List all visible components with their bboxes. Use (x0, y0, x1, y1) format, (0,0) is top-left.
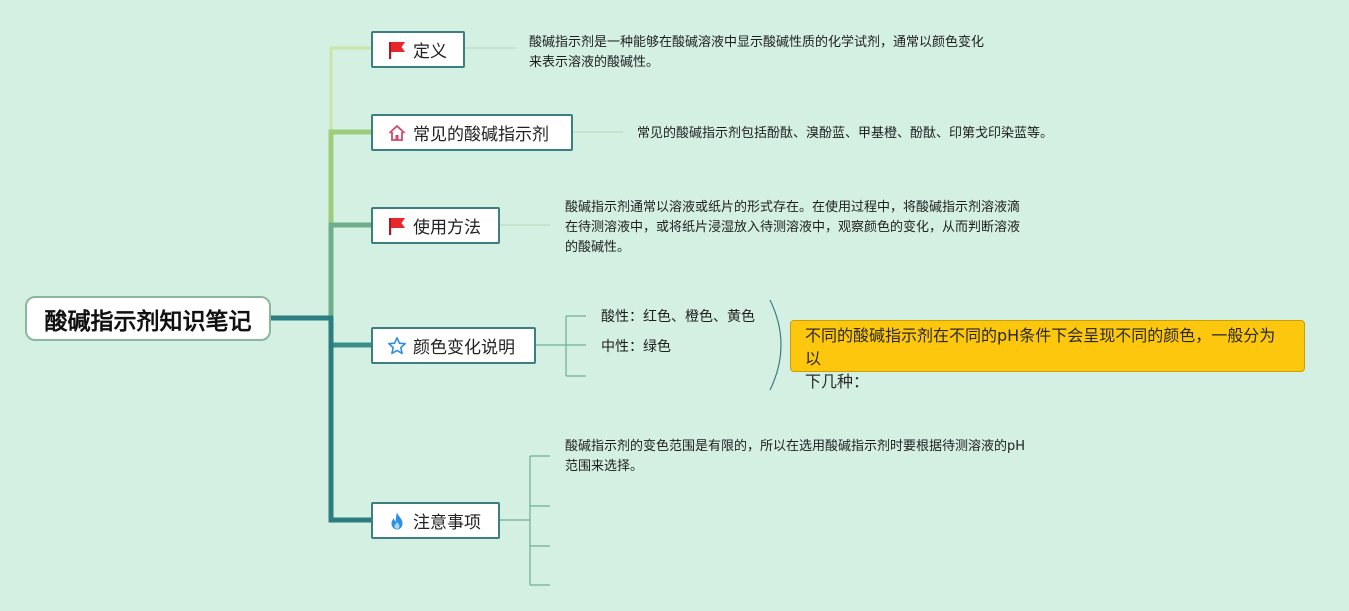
callout-line: 不同的酸碱指示剂在不同的pH条件下会呈现不同的颜色，一般分为以 (805, 326, 1276, 368)
topic-usage-label: 使用方法 (413, 218, 481, 238)
topic-definition-label: 定义 (413, 42, 447, 62)
color-children-connector (536, 315, 586, 377)
topic-notice[interactable]: 注意事项 (371, 502, 500, 539)
usage-note-line: 酸碱指示剂通常以溶液或纸片的形式存在。在使用过程中，将酸碱指示剂溶液滴 (565, 200, 1021, 215)
definition-note-line: 酸碱指示剂是一种能够在酸碱溶液中显示酸碱性质的化学试剂，通常以颜色变化 (529, 35, 985, 50)
subtopic-neutral-label: 中性：绿色 (601, 339, 671, 355)
star-outline-icon (387, 336, 407, 356)
trunk-notice (328, 318, 371, 523)
subtopic-acidic[interactable]: 酸性：红色、橙色、黄色 (601, 307, 755, 327)
notice-children-connector (500, 455, 550, 586)
trunk-definition (329, 46, 371, 320)
fire-icon (387, 511, 407, 531)
common-indicators-note-line: 常见的酸碱指示剂包括酚酞、溴酚蓝、甲基橙、酚酞、印第戈印染蓝等。 (637, 126, 1054, 141)
notice-note-line: 范围来选择。 (565, 459, 644, 474)
subtopic-neutral[interactable]: 中性：绿色 (601, 337, 671, 357)
red-flag-icon (387, 216, 407, 236)
trunk-color (271, 315, 371, 348)
usage-note-line: 的酸碱性。 (565, 240, 631, 255)
topic-color-change-label: 颜色变化说明 (413, 338, 515, 358)
root-topic[interactable]: 酸碱指示剂知识笔记 (25, 296, 271, 341)
subtopic-acidic-label: 酸性：红色、橙色、黄色 (601, 309, 755, 325)
notice-note: 酸碱指示剂的变色范围是有限的，所以在选用酸碱指示剂时要根据待测溶液的pH 范围来… (565, 437, 1025, 477)
usage-note-line: 在待测溶液中，或将纸片浸湿放入待测溶液中，观察颜色的变化，从而判断溶液 (565, 220, 1021, 235)
callout-line: 下几种： (805, 372, 870, 391)
topic-notice-label: 注意事项 (413, 513, 481, 533)
topic-usage[interactable]: 使用方法 (371, 207, 500, 244)
color-summary-brace (769, 299, 782, 391)
trunk-usage (328, 222, 371, 320)
definition-note: 酸碱指示剂是一种能够在酸碱溶液中显示酸碱性质的化学试剂，通常以颜色变化 来表示溶… (529, 33, 984, 73)
red-flag-icon (387, 40, 407, 60)
home-icon (387, 123, 407, 143)
color-summary-callout[interactable]: 不同的酸碱指示剂在不同的pH条件下会呈现不同的颜色，一般分为以 下几种： (790, 320, 1305, 391)
root-topic-label: 酸碱指示剂知识笔记 (44, 308, 252, 335)
notice-note-line: 酸碱指示剂的变色范围是有限的，所以在选用酸碱指示剂时要根据待测溶液的pH (565, 439, 1026, 454)
topic-color-change[interactable]: 颜色变化说明 (371, 327, 536, 364)
topic-definition[interactable]: 定义 (371, 31, 465, 68)
common-indicators-note: 常见的酸碱指示剂包括酚酞、溴酚蓝、甲基橙、酚酞、印第戈印染蓝等。 (637, 124, 1053, 144)
definition-note-line: 来表示溶液的酸碱性。 (529, 55, 660, 70)
topic-common-indicators[interactable]: 常见的酸碱指示剂 (371, 114, 573, 151)
topic-common-indicators-label: 常见的酸碱指示剂 (413, 125, 549, 145)
usage-note: 酸碱指示剂通常以溶液或纸片的形式存在。在使用过程中，将酸碱指示剂溶液滴 在待测溶… (565, 198, 1020, 258)
